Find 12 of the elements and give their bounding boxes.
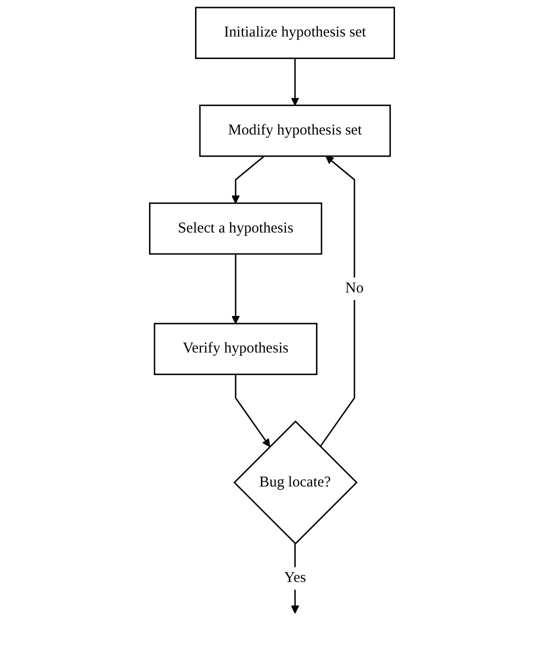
node-diamond: Bug locate? [233, 420, 358, 545]
edge-label: No [345, 280, 364, 296]
node-box: Select a hypothesis [149, 202, 322, 255]
arrow [290, 58, 300, 106]
node-box: Verify hypothesis [154, 322, 318, 376]
arrow [231, 156, 265, 204]
arrow [231, 254, 240, 324]
arrow [234, 374, 270, 447]
node-box: Initialize hypothesis set [195, 6, 395, 60]
arrow [320, 156, 356, 448]
edge-label: Yes [284, 570, 306, 586]
node-box: Modify hypothesis set [199, 104, 391, 157]
